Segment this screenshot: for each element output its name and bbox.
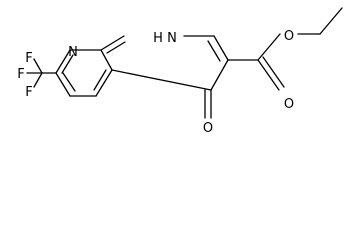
bond-c8a-n1-double <box>106 41 126 54</box>
bond-cester-o <box>257 33 281 61</box>
bond-c7-n8-double <box>61 54 74 74</box>
molecule-structure: F F F N H N O O O <box>17 7 343 136</box>
bond-c4a-c5 <box>95 69 113 97</box>
bond-c-f-top <box>33 58 43 74</box>
bond-c8a-n1 <box>100 35 125 51</box>
bond-c6-c7 <box>55 72 71 97</box>
atom-f-top: F <box>25 51 32 66</box>
atom-n-pyridine: N <box>68 45 78 60</box>
bonds <box>26 7 343 119</box>
bond-c4a-c5-double <box>93 69 107 91</box>
atom-o-ketone: O <box>203 121 213 136</box>
atom-o-ester: O <box>284 29 294 44</box>
bond-c4-c4a <box>111 69 212 91</box>
bond-c2-c3-double <box>207 40 221 62</box>
atom-o-ester-carbonyl: O <box>284 97 294 112</box>
molecule-diagram: F F F N H N O O O <box>17 7 343 136</box>
bond-c8a-c4a <box>100 49 113 71</box>
bond-c7-n8 <box>55 49 71 74</box>
atom-f-bottom: F <box>25 85 32 100</box>
bond-cester-o-carbonyl-double <box>262 56 285 88</box>
bond-c-f-bottom <box>33 72 43 88</box>
atom-n-nh: N <box>167 31 177 46</box>
bond-c3-c4 <box>210 59 229 91</box>
atom-labels: F F F N H N O O O <box>17 29 294 136</box>
atom-f-left: F <box>17 67 24 82</box>
bond-cester-o-carbonyl <box>257 59 280 91</box>
bond-ch2-ch3 <box>319 7 343 35</box>
atom-h-nh: H <box>153 31 163 46</box>
bond-c6-c7-double <box>62 72 76 92</box>
bond-c2-c3 <box>213 35 229 61</box>
